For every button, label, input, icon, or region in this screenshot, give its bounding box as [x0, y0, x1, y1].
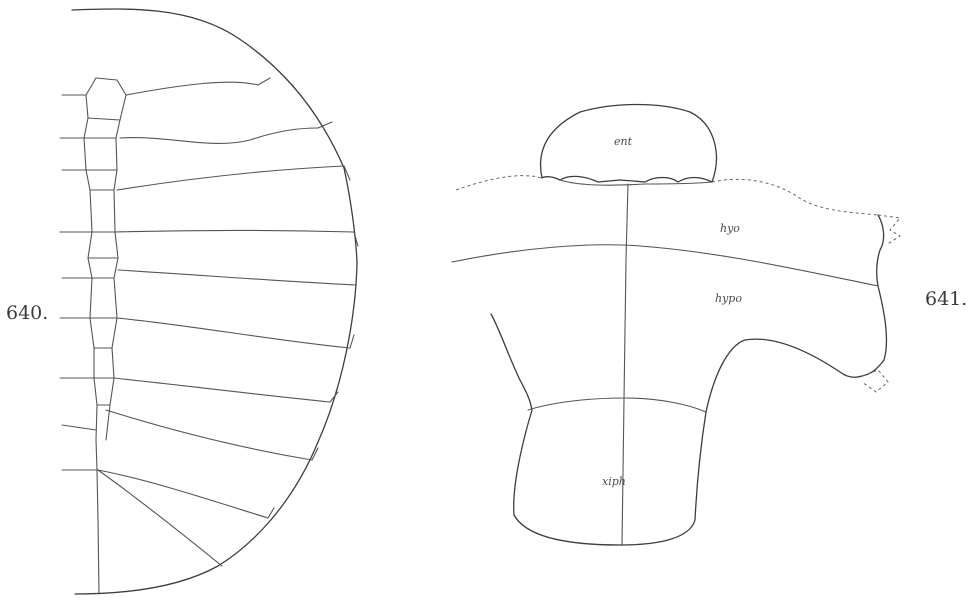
label-xiph: xiph	[602, 475, 626, 488]
costal-suture-1	[126, 82, 258, 95]
costal-suture-7	[114, 378, 330, 402]
costal-suture-8	[106, 410, 312, 460]
pygal-suture-b	[98, 470, 222, 566]
plastron-figure	[452, 105, 900, 546]
neural-plates	[96, 78, 126, 440]
carapace-figure	[60, 9, 358, 594]
neural-column-left	[84, 78, 99, 594]
figure-number-640: 640.	[6, 302, 48, 324]
hypo-xiph-suture	[528, 398, 706, 412]
pygal-suture-a	[98, 470, 268, 518]
costal-suture-3	[117, 166, 344, 190]
posterior-lobe	[491, 314, 862, 545]
figure-number-641: 641.	[925, 288, 967, 310]
hyo-hypo-suture	[452, 245, 878, 286]
label-ent: ent	[614, 135, 633, 148]
hyo-anterior-dashed-left	[456, 176, 542, 190]
costal-suture-4	[115, 231, 354, 233]
midline-suture	[622, 184, 628, 545]
costal-suture-5	[118, 270, 356, 285]
label-hypo: hypo	[715, 292, 742, 305]
carapace-margin	[72, 9, 357, 594]
bridge-edge	[862, 215, 886, 376]
label-hyo: hyo	[720, 222, 740, 235]
costal-suture-2	[120, 128, 318, 143]
hyo-anterior-dashed-right	[712, 179, 878, 215]
costal-suture-6	[117, 318, 350, 348]
